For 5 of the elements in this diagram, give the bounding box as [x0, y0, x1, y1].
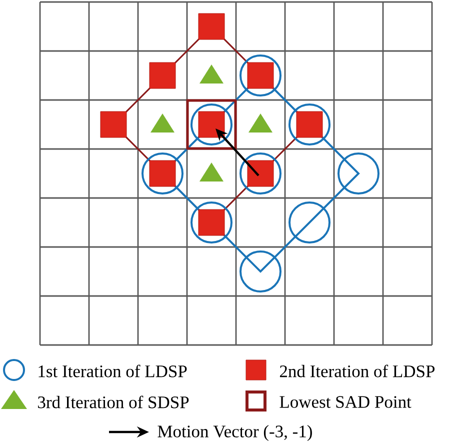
legend-text: 2nd Iteration of LDSP [280, 364, 435, 378]
legend-text: Lowest SAD Point [280, 396, 412, 408]
legend-text: 3rd Iteration of SDSP [38, 396, 189, 408]
legend-text: 1st Iteration of LDSP [38, 364, 187, 378]
legend-text: Motion Vector (-3, -1) [158, 425, 312, 441]
